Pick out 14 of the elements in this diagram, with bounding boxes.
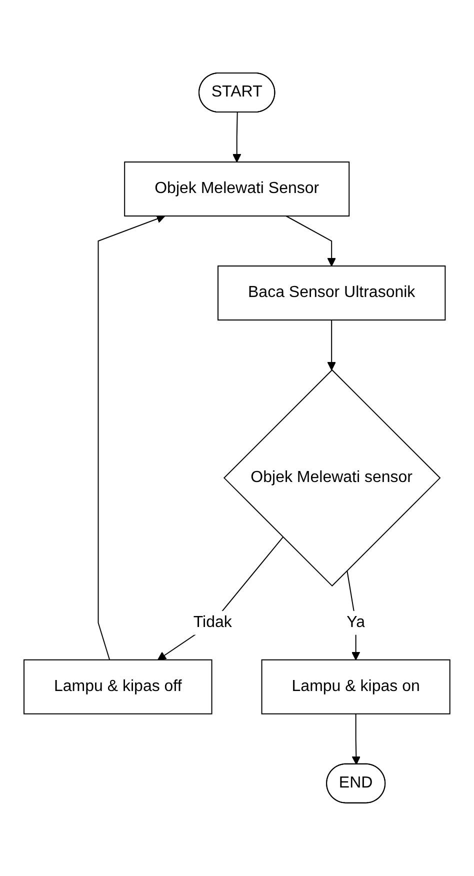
edge-label: Tidak: [193, 614, 232, 631]
arrow: [232, 112, 242, 162]
arrow: [158, 536, 284, 660]
node-diamond: Objek Melewati sensor: [224, 369, 441, 587]
node-box: Lampu & kipas on: [261, 659, 450, 714]
edge-label: Ya: [346, 614, 366, 631]
arrow: [346, 570, 360, 660]
arrow: [98, 214, 166, 660]
arrow: [286, 216, 336, 266]
node-box: Objek Melewati Sensor: [124, 162, 350, 217]
node-box: Baca Sensor Ultrasonik: [218, 266, 446, 321]
arrow: [327, 320, 336, 370]
node-box: Lampu & kipas off: [24, 659, 212, 714]
arrow: [352, 713, 361, 765]
